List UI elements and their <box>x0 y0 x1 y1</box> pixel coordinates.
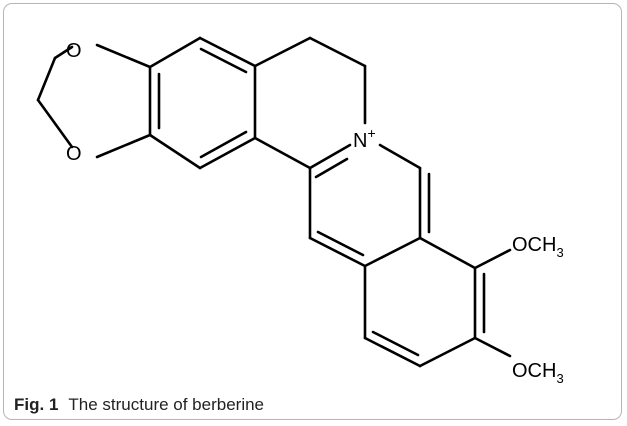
methoxy-group-top: OCH3 <box>512 234 564 260</box>
figure-frame <box>3 3 622 420</box>
benzene-ring-a <box>148 36 257 170</box>
nitrogen-atom: N+ <box>353 125 376 152</box>
oxygen-atom-bottom: O <box>66 143 82 165</box>
nitrogen-charge: + <box>367 125 375 141</box>
pyridinium-ring-c <box>308 143 431 268</box>
figure-caption: Fig. 1 The structure of berberine <box>14 395 264 415</box>
figure-label: Fig. 1 <box>14 395 59 414</box>
methoxy-bonds <box>473 248 512 358</box>
methoxy-group-bottom: OCH3 <box>512 360 564 386</box>
oxygen-atom-top: O <box>66 40 82 62</box>
benzene-ring-d <box>363 236 486 368</box>
figure-caption-text: The structure of berberine <box>68 395 265 414</box>
dihydro-ring-b <box>253 36 367 179</box>
dioxole-ring <box>36 43 152 159</box>
